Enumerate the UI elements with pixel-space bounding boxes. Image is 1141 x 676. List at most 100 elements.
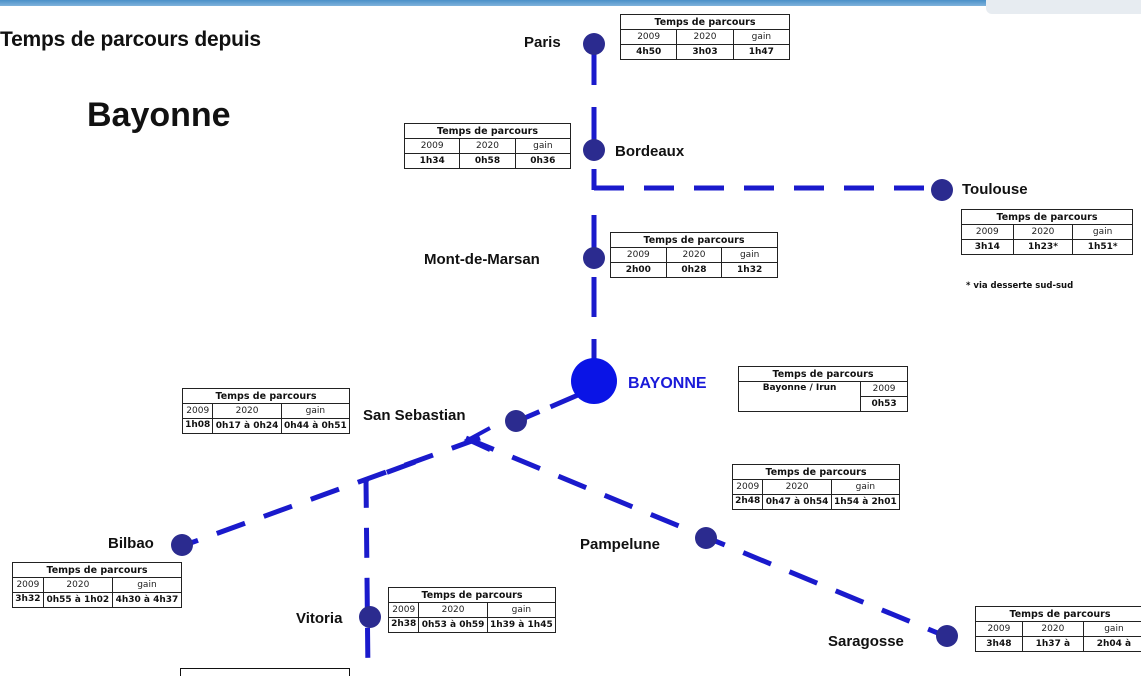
table-header: Temps de parcours: [621, 15, 790, 30]
city-label-bilbao: Bilbao: [108, 535, 154, 552]
table-header: Temps de parcours: [962, 210, 1133, 225]
col-2009: 2009: [733, 480, 763, 495]
value-2009: 4h50: [621, 45, 677, 60]
col-gain: gain: [722, 248, 778, 263]
col-2020: 2020: [1022, 622, 1083, 637]
table-header: Temps de parcours: [405, 124, 571, 139]
city-label-pampelune: Pampelune: [580, 536, 660, 553]
value-gain: 1h32: [722, 263, 778, 278]
value-2020: 1h23*: [1013, 240, 1073, 255]
city-label-mont-de-marsan: Mont-de-Marsan: [424, 251, 540, 268]
value-2020: 0h58: [460, 154, 515, 169]
col-2020: 2020: [213, 404, 281, 419]
city-label-paris: Paris: [524, 34, 561, 51]
col-2020: 2020: [677, 30, 733, 45]
col-2020: 2020: [43, 578, 112, 593]
travel-time-table-bordeaux: Temps de parcours 2009 2020 gain 1h34 0h…: [404, 123, 571, 169]
route-label: Bayonne / Irun: [739, 382, 861, 412]
col-2009: 2009: [861, 382, 908, 397]
col-gain: gain: [831, 480, 899, 495]
travel-time-table-bilbao: Temps de parcours 2009 2020 gain 3h32 0h…: [12, 562, 182, 608]
col-gain: gain: [112, 578, 181, 593]
node-mont-de-marsan: [583, 247, 605, 269]
col-2009: 2009: [183, 404, 213, 419]
col-gain: gain: [281, 404, 349, 419]
origin-city-title: Bayonne: [87, 96, 231, 135]
node-bayonne-hub: [571, 358, 617, 404]
value-2009: 3h14: [962, 240, 1014, 255]
table-header: Temps de parcours: [389, 588, 556, 603]
col-2009: 2009: [621, 30, 677, 45]
node-paris: [583, 33, 605, 55]
node-pampelune: [695, 527, 717, 549]
travel-time-table-paris: Temps de parcours 2009 2020 gain 4h50 3h…: [620, 14, 790, 60]
line-junction-bilbao: [185, 438, 480, 545]
travel-time-table-vitoria: Temps de parcours 2009 2020 gain 2h38 0h…: [388, 587, 556, 633]
value-gain: 1h54 à 2h01: [831, 495, 899, 510]
col-2009: 2009: [962, 225, 1014, 240]
value-gain: 0h44 à 0h51: [281, 419, 349, 434]
table-header: Temps de parcours: [183, 389, 350, 404]
value-gain: 2h04 à: [1083, 637, 1141, 652]
col-2009: 2009: [976, 622, 1023, 637]
col-2020: 2020: [1013, 225, 1073, 240]
value-2020: 0h53 à 0h59: [419, 618, 487, 633]
travel-time-table-mont-de-marsan: Temps de parcours 2009 2020 gain 2h00 0h…: [610, 232, 778, 278]
node-san-sebastian: [505, 410, 527, 432]
travel-time-table-bayonne-irun: Temps de parcours Bayonne / Irun 2009 0h…: [738, 366, 908, 412]
col-2020: 2020: [419, 603, 487, 618]
value-2020: 0h55 à 1h02: [43, 593, 112, 608]
value-gain: 0h36: [515, 154, 570, 169]
col-gain: gain: [487, 603, 555, 618]
value-2009: 0h53: [861, 397, 908, 412]
saragosse-table-clip: Temps de parcours 2009 2020 gain 3h48 1h…: [975, 606, 1141, 675]
value-2020: 0h17 à 0h24: [213, 419, 281, 434]
node-toulouse: [931, 179, 953, 201]
travel-time-table-saragosse: Temps de parcours 2009 2020 gain 3h48 1h…: [975, 606, 1141, 652]
col-2009: 2009: [405, 139, 460, 154]
value-gain: 1h39 à 1h45: [487, 618, 555, 633]
city-label-bordeaux: Bordeaux: [615, 143, 684, 160]
travel-time-table-toulouse: Temps de parcours 2009 2020 gain 3h14 1h…: [961, 209, 1133, 255]
col-gain: gain: [1083, 622, 1141, 637]
value-2009: 2h00: [611, 263, 667, 278]
value-2009: 3h32: [13, 593, 44, 608]
line-bayonne-sansebastian: [520, 395, 578, 420]
value-gain: 1h51*: [1073, 240, 1133, 255]
col-2020: 2020: [763, 480, 831, 495]
node-vitoria: [359, 606, 381, 628]
table-header: Temps de parcours: [13, 563, 182, 578]
city-label-vitoria: Vitoria: [296, 610, 342, 627]
col-2020: 2020: [460, 139, 515, 154]
page-title: Temps de parcours depuis: [0, 28, 261, 52]
city-label-saragosse: Saragosse: [828, 633, 904, 650]
col-2009: 2009: [389, 603, 419, 618]
value-2020: 1h37 à: [1022, 637, 1083, 652]
value-2020: 0h47 à 0h54: [763, 495, 831, 510]
city-label-toulouse: Toulouse: [962, 181, 1028, 198]
value-2009: 2h48: [733, 495, 763, 510]
value-gain: 1h47: [733, 45, 789, 60]
table-header: Temps de parcours: [733, 465, 900, 480]
col-2009: 2009: [13, 578, 44, 593]
col-gain: gain: [733, 30, 789, 45]
travel-time-table-pampelune: Temps de parcours 2009 2020 gain 2h48 0h…: [732, 464, 900, 510]
city-label-san-sebastian: San Sebastian: [363, 407, 466, 424]
travel-time-table-san-sebastian: Temps de parcours 2009 2020 gain 1h08 0h…: [182, 388, 350, 434]
table-header: Temps de parcours: [739, 367, 908, 382]
value-gain: 4h30 à 4h37: [112, 593, 181, 608]
value-2020: 0h28: [666, 263, 722, 278]
toulouse-footnote: * via desserte sud-sud: [966, 281, 1073, 291]
value-2009: 1h08: [183, 419, 213, 434]
col-2020: 2020: [666, 248, 722, 263]
col-2009: 2009: [611, 248, 667, 263]
table-header: Temps de parcours: [976, 607, 1141, 622]
line-vitoria-branch: [366, 462, 415, 675]
value-2009: 2h38: [389, 618, 419, 633]
node-bordeaux: [583, 139, 605, 161]
value-2020: 3h03: [677, 45, 733, 60]
city-label-bayonne: BAYONNE: [628, 375, 707, 393]
value-2009: 3h48: [976, 637, 1023, 652]
col-gain: gain: [515, 139, 570, 154]
value-2009: 1h34: [405, 154, 460, 169]
